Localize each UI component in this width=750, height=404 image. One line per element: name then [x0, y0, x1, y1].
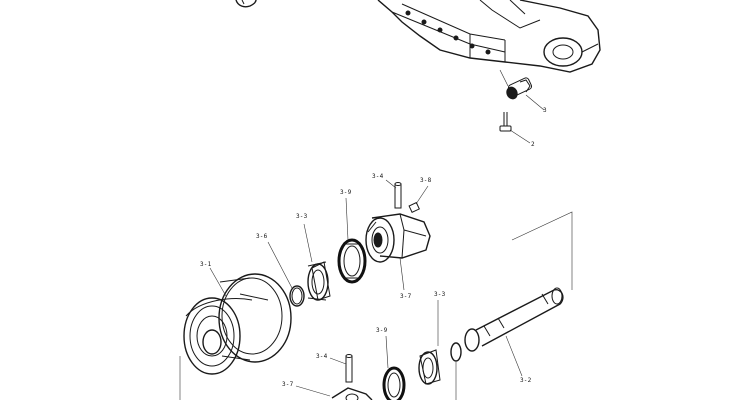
- label-3-4-lower: 3-4: [316, 353, 328, 360]
- pin-top: [385, 179, 402, 209]
- seal-lower: [382, 335, 406, 404]
- label-3-9-top: 3-9: [340, 189, 352, 196]
- track-frame: [235, 0, 601, 73]
- label-3-1: 3-1: [200, 261, 212, 268]
- label-3-9-lower: 3-9: [376, 327, 388, 334]
- roller-shaft: [464, 211, 573, 377]
- o-ring: [267, 241, 305, 307]
- label-3-6: 3-6: [256, 233, 268, 240]
- grease-fitting: [499, 69, 545, 111]
- label-3-3-lower: 3-3: [434, 291, 446, 298]
- pin-lower: [329, 354, 353, 383]
- label-3-4-top: 3-4: [372, 173, 384, 180]
- label-3-8: 3-8: [420, 177, 432, 184]
- bushing-top: [303, 223, 331, 301]
- collar-lower: [295, 385, 373, 403]
- label-3-2: 3-2: [520, 377, 532, 384]
- bolt: [499, 112, 531, 144]
- seal-top: [337, 197, 367, 284]
- track-roller: [179, 267, 292, 400]
- label-3-3-top: 3-3: [296, 213, 308, 220]
- label-3-7-top: 3-7: [400, 293, 412, 300]
- bushing-lower: [418, 300, 441, 385]
- label-3-7-lower: 3-7: [282, 381, 294, 388]
- collar-top: [365, 213, 431, 291]
- o-ring-lower: [450, 342, 462, 400]
- plug: [408, 185, 429, 213]
- label-2: 2: [531, 141, 535, 148]
- label-3: 3: [543, 107, 547, 114]
